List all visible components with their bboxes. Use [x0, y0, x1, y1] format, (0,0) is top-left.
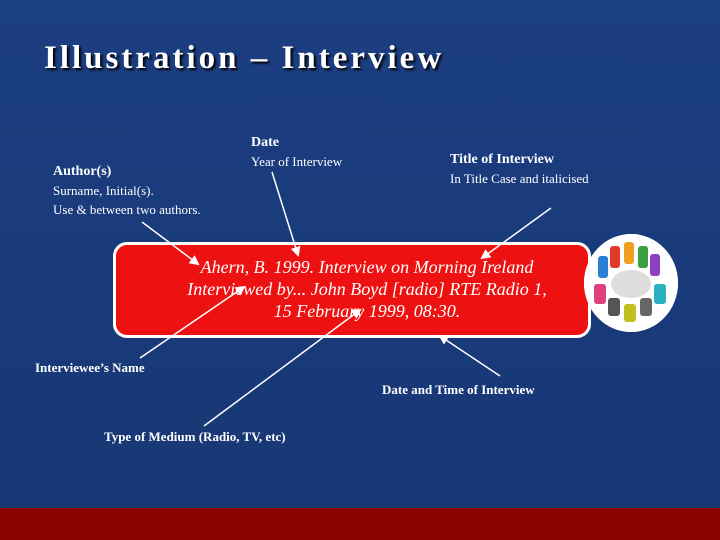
citation-text: Ahern, B. 1999. Interview on Morning Ire… [113, 256, 621, 322]
meeting-chairs-image [584, 234, 678, 332]
author-label-head: Author(s) [53, 164, 112, 179]
title-of-interview-head: Title of Interview [450, 152, 554, 167]
citation-line-1: Ahern, B. 1999. Interview on Morning Ire… [200, 257, 534, 277]
slide-title: Illustration – Interview [44, 40, 445, 76]
citation-line-2: Interviewed by... John Boyd [radio] RTE … [187, 279, 547, 299]
author-label-line2: Use & between two authors. [53, 202, 201, 217]
interviewee-label-head: Interviewee’s Name [35, 360, 145, 375]
date-time-label: Date and Time of Interview [382, 380, 535, 399]
title-of-interview-sub: In Title Case and italicised [450, 171, 589, 186]
bottom-band [0, 508, 720, 540]
medium-label: Type of Medium (Radio, TV, etc) [104, 427, 286, 446]
title-of-interview-label: Title of Interview In Title Case and ita… [450, 150, 589, 188]
date-time-label-head: Date and Time of Interview [382, 382, 535, 397]
date-label-sub: Year of Interview [251, 154, 343, 169]
medium-label-head: Type of Medium (Radio, TV, etc) [104, 429, 286, 444]
date-label: Date Year of Interview [251, 133, 342, 171]
interviewee-label: Interviewee’s Name [35, 358, 145, 377]
date-label-head: Date [251, 135, 279, 150]
meeting-chairs-icon [584, 234, 678, 332]
author-label-line1: Surname, Initial(s). [53, 183, 154, 198]
citation-line-3: 15 February 1999, 08:30. [273, 301, 461, 321]
author-label: Author(s) Surname, Initial(s). Use & bet… [53, 162, 201, 219]
